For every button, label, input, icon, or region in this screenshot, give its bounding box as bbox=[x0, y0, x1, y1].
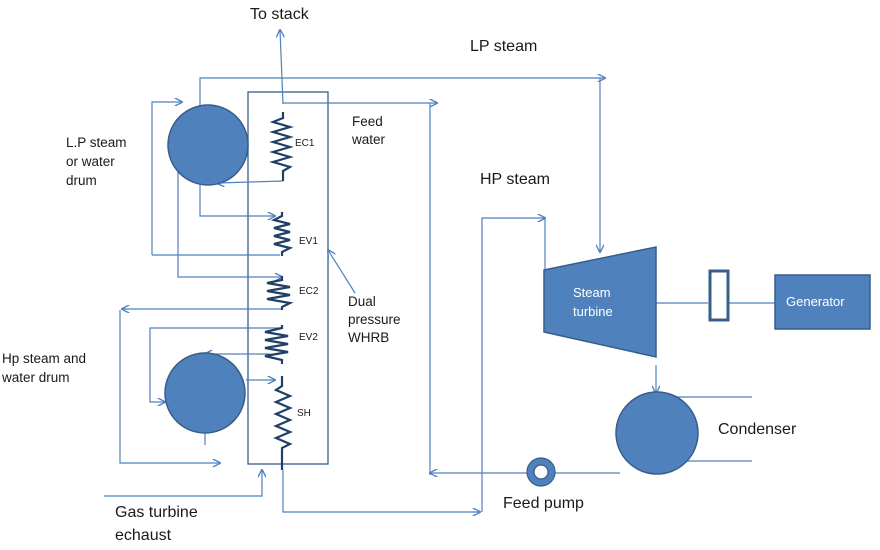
stack-flow-line bbox=[280, 30, 283, 105]
lp-drum-label-1: L.P steam bbox=[66, 135, 127, 150]
whrb-label-1: Dual bbox=[348, 294, 376, 309]
lp-steam-line bbox=[199, 78, 605, 108]
hp-steam-drum bbox=[164, 352, 246, 434]
lp-drum-loop-line bbox=[151, 102, 182, 255]
whrb-box bbox=[247, 91, 329, 465]
lp-drum-to-ev1-line bbox=[199, 185, 275, 216]
feed-water-top-line bbox=[282, 103, 437, 104]
coil-ec2 bbox=[266, 276, 294, 310]
gas-turbine-label-1: Gas turbine bbox=[115, 504, 198, 521]
coil-ev1 bbox=[270, 212, 294, 256]
gas-turbine-label-2: echaust bbox=[115, 527, 172, 544]
hp-steam-label: HP steam bbox=[480, 171, 550, 188]
steam-turbine bbox=[543, 246, 657, 358]
coupling bbox=[708, 269, 730, 322]
lp-steam-drum bbox=[167, 104, 249, 186]
coil-sh bbox=[273, 376, 293, 470]
coil-label-sh: SH bbox=[297, 408, 311, 419]
gas-exhaust-line bbox=[104, 470, 262, 497]
feed-water-label-1: Feed bbox=[352, 114, 383, 129]
condenser bbox=[615, 391, 699, 475]
feed-pump-label: Feed pump bbox=[503, 495, 584, 512]
coil-ev2 bbox=[264, 325, 289, 364]
steam-turbine-label-2: turbine bbox=[573, 304, 613, 319]
coil-ec1 bbox=[269, 112, 294, 181]
sh-outlet-line bbox=[282, 470, 480, 512]
lp-drum-label-2: or water bbox=[66, 154, 115, 169]
coil-label-ec2: EC2 bbox=[299, 286, 319, 297]
hp-steam-line bbox=[481, 218, 545, 512]
hp-drum-label-2: water drum bbox=[2, 370, 70, 385]
lp-steam-label: LP steam bbox=[470, 38, 538, 55]
generator-label: Generator bbox=[786, 294, 845, 309]
feed-pump-core bbox=[533, 464, 549, 480]
whrb-pointer-line bbox=[328, 250, 356, 294]
lp-drum-to-ec2-line bbox=[177, 130, 282, 277]
hp-outer-left-line bbox=[119, 310, 220, 463]
coils bbox=[264, 112, 294, 470]
coil-label-ev1: EV1 bbox=[299, 236, 318, 247]
coil-label-ec1: EC1 bbox=[295, 138, 315, 149]
lp-drum-label-3: drum bbox=[66, 173, 97, 188]
whrb-label-2: pressure bbox=[348, 312, 401, 327]
feed-water-label-2: water bbox=[352, 132, 386, 147]
ec1-to-lp-drum-line bbox=[217, 181, 284, 183]
hp-drum-label-1: Hp steam and bbox=[2, 351, 87, 366]
steam-turbine-label-1: Steam bbox=[573, 285, 611, 300]
to-stack-label: To stack bbox=[250, 6, 309, 23]
hp-inner-top-line bbox=[149, 327, 282, 402]
generator-box bbox=[774, 274, 871, 330]
coil-label-ev2: EV2 bbox=[299, 332, 318, 343]
whrb-label-3: WHRB bbox=[348, 330, 390, 345]
condenser-label: Condenser bbox=[718, 421, 797, 438]
